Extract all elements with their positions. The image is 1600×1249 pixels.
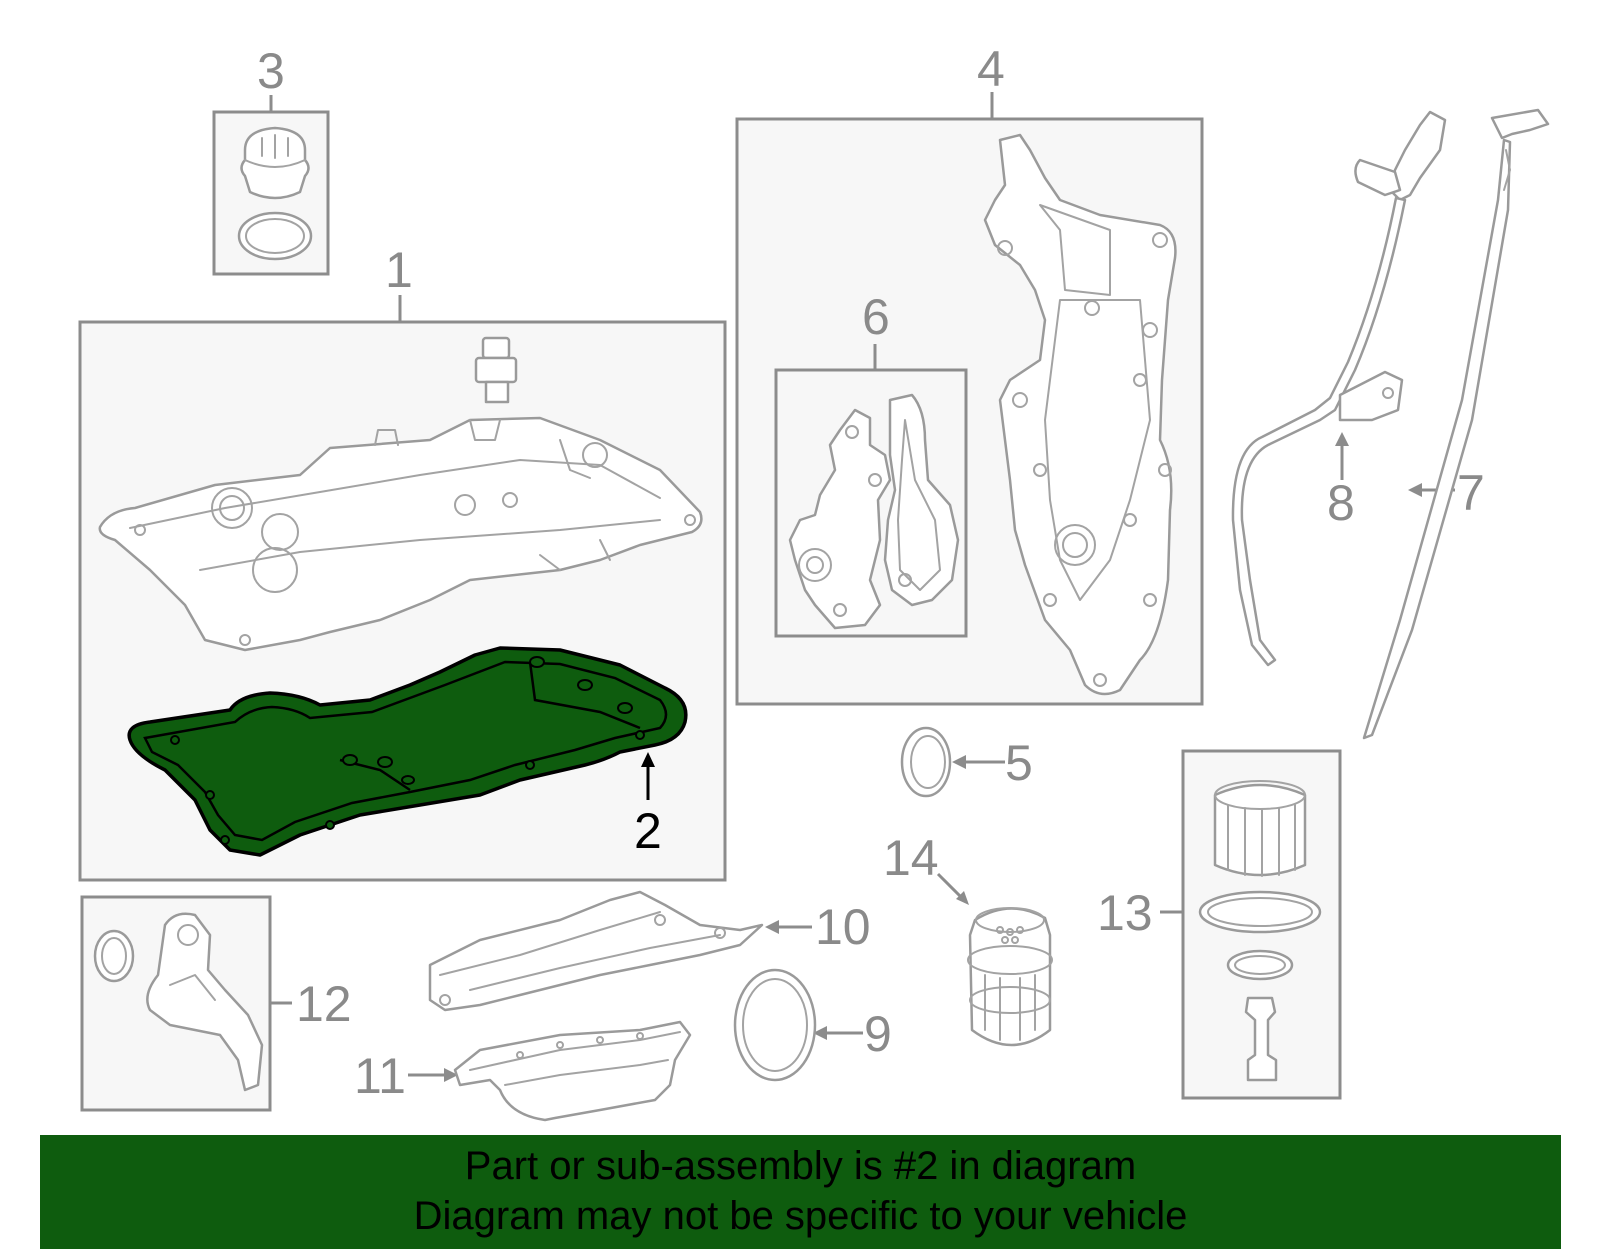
callout-11: 11 bbox=[354, 1048, 406, 1104]
part-5-seal-ring bbox=[900, 726, 952, 798]
callout-6: 6 bbox=[862, 289, 890, 345]
part-11-oil-pan bbox=[453, 1020, 692, 1122]
callout-1: 1 bbox=[385, 242, 413, 298]
callout-8: 8 bbox=[1327, 475, 1355, 531]
callout-14: 14 bbox=[883, 830, 939, 886]
callout-2-active: 2 bbox=[634, 803, 662, 859]
callout-12: 12 bbox=[296, 976, 352, 1032]
callout-10: 10 bbox=[815, 899, 871, 955]
callout-13: 13 bbox=[1097, 885, 1153, 941]
part-3-oil-filler-cap bbox=[237, 126, 313, 261]
banner-line-1: Part or sub-assembly is #2 in diagram bbox=[464, 1144, 1137, 1188]
part-14-oil-filter-cap bbox=[967, 907, 1053, 1047]
part-13-oil-filter-element bbox=[1198, 780, 1322, 1082]
callout-5: 5 bbox=[1005, 735, 1033, 791]
part-10-baffle-plate bbox=[428, 890, 764, 1012]
part-6-water-pump bbox=[788, 393, 960, 630]
callout-9: 9 bbox=[864, 1006, 892, 1062]
callout-7: 7 bbox=[1457, 465, 1485, 521]
part-12-oil-strainer bbox=[93, 912, 264, 1092]
notice-banner: Part or sub-assembly is #2 in diagram Di… bbox=[40, 1135, 1561, 1249]
part-9-oil-seal bbox=[733, 968, 817, 1082]
callout-3: 3 bbox=[257, 43, 285, 99]
part-7-dipstick bbox=[1362, 108, 1550, 740]
leader-lines bbox=[269, 92, 1455, 1082]
part-4-timing-chain-cover bbox=[983, 133, 1177, 696]
part-1-cylinder-head-cover bbox=[98, 336, 703, 652]
part-8-dipstick-guide bbox=[1231, 110, 1447, 667]
banner-line-2: Diagram may not be specific to your vehi… bbox=[413, 1194, 1188, 1238]
part-2-head-cover-gasket bbox=[127, 646, 688, 857]
callout-4: 4 bbox=[977, 41, 1005, 97]
